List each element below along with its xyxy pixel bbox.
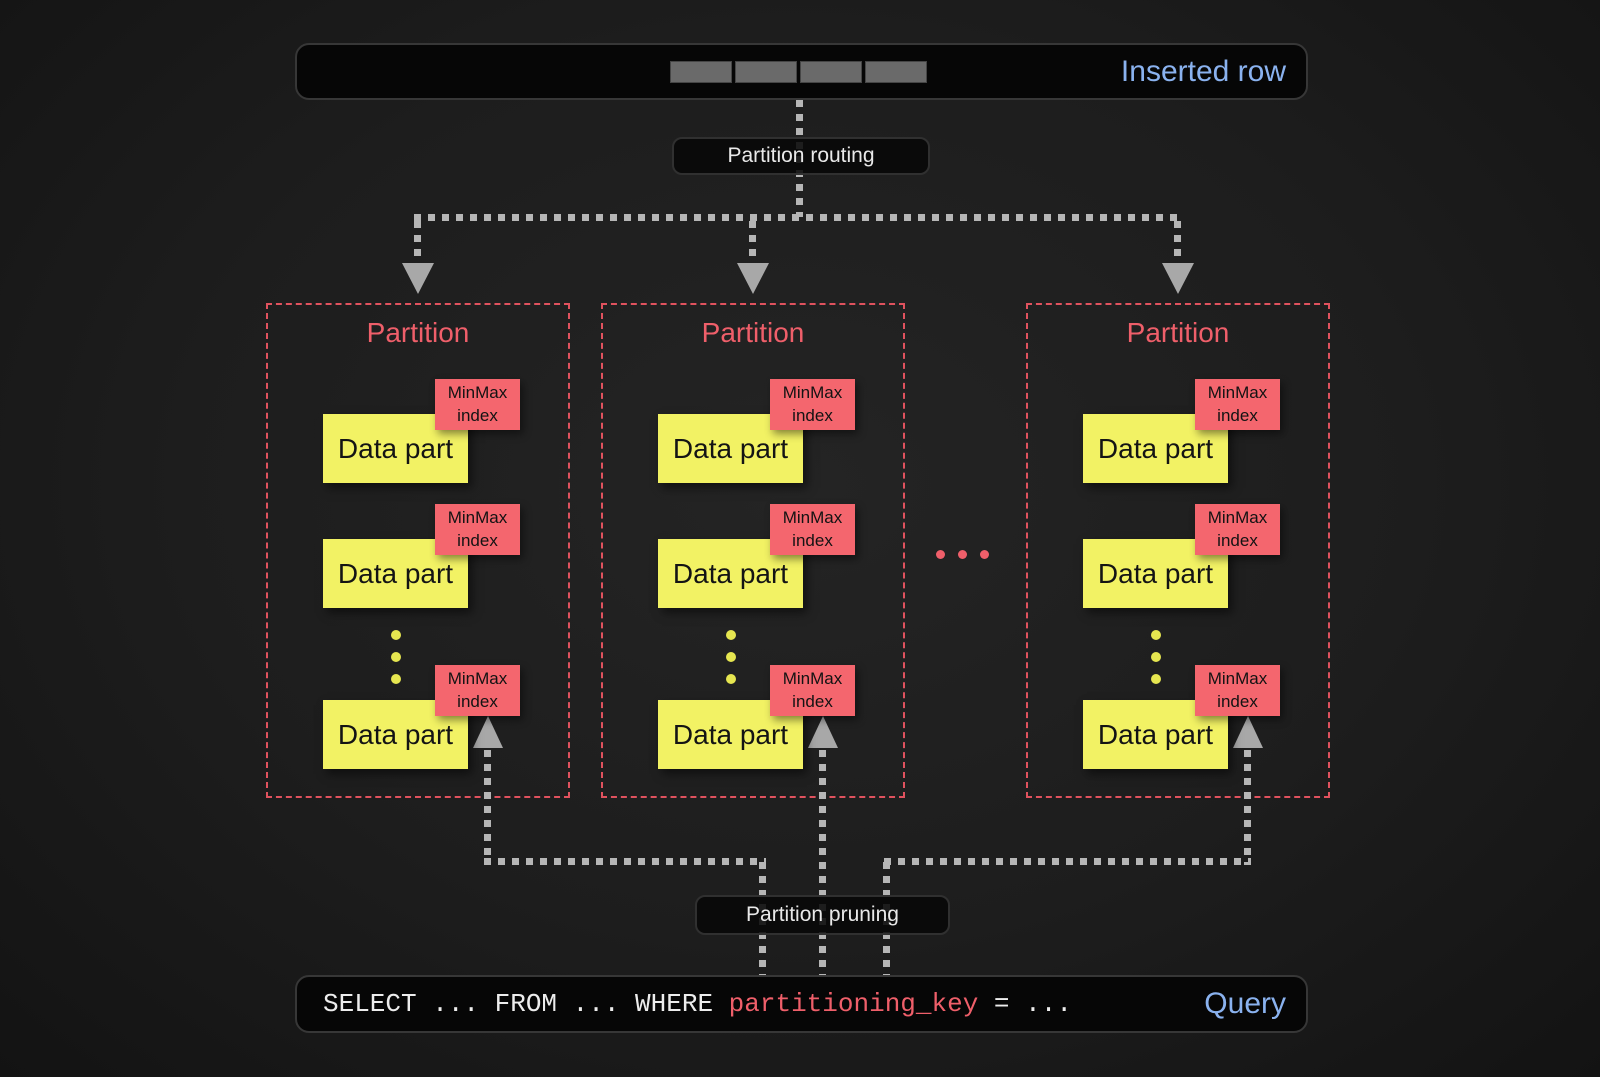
- query-bar: SELECT ... FROM ... WHERE partitioning_k…: [295, 975, 1308, 1033]
- inserted-row-cells: [670, 61, 927, 83]
- data-part-box: Data part: [323, 700, 468, 769]
- minmax-index-badge: MinMax index: [770, 504, 855, 555]
- dot: [936, 550, 945, 559]
- down-arrow-icon: [1162, 263, 1194, 294]
- up-arrow-icon: [1233, 716, 1263, 748]
- sql-segment: = ...: [978, 989, 1072, 1019]
- row-cell: [800, 61, 862, 83]
- minmax-index-badge: MinMax index: [1195, 504, 1280, 555]
- more-partitions-dots: [936, 550, 989, 559]
- partition-title: Partition: [366, 317, 470, 348]
- row-cell: [735, 61, 797, 83]
- partition-pruning-label: Partition pruning: [695, 895, 950, 935]
- row-cell: [865, 61, 927, 83]
- minmax-index-badge: MinMax index: [435, 504, 520, 555]
- fanout-drop-line: [1174, 221, 1181, 264]
- more-parts-dots: [391, 630, 401, 684]
- sql-query-text: SELECT ... FROM ... WHERE partitioning_k…: [323, 989, 1072, 1019]
- query-label: Query: [1204, 987, 1286, 1020]
- pruning-line: [484, 858, 766, 865]
- pruning-line: [1244, 750, 1251, 865]
- up-arrow-icon: [808, 716, 838, 748]
- more-parts-dots: [726, 630, 736, 684]
- partition-routing-label: Partition routing: [672, 137, 930, 175]
- dot: [980, 550, 989, 559]
- partition-title: Partition: [1126, 317, 1230, 348]
- row-cell: [670, 61, 732, 83]
- minmax-index-badge: MinMax index: [1195, 379, 1280, 430]
- fanout-drop-line: [749, 221, 756, 264]
- dot: [726, 674, 736, 684]
- dot: [1151, 652, 1161, 662]
- pruning-line: [819, 750, 826, 975]
- dot: [958, 550, 967, 559]
- pruning-line: [484, 750, 491, 865]
- fanout-drop-line: [414, 221, 421, 264]
- up-arrow-icon: [473, 716, 503, 748]
- dot: [391, 630, 401, 640]
- down-arrow-icon: [737, 263, 769, 294]
- inserted-row-bar: Inserted row: [295, 43, 1308, 100]
- dot: [726, 630, 736, 640]
- dot: [391, 652, 401, 662]
- minmax-index-badge: MinMax index: [770, 379, 855, 430]
- partition-title: Partition: [701, 317, 805, 348]
- fanout-line: [414, 214, 1182, 221]
- dot: [1151, 674, 1161, 684]
- minmax-index-badge: MinMax index: [1195, 665, 1280, 716]
- more-parts-dots: [1151, 630, 1161, 684]
- inserted-row-label: Inserted row: [1120, 54, 1286, 88]
- partition-box: Partition MinMax index Data part MinMax …: [1026, 303, 1330, 798]
- dot: [391, 674, 401, 684]
- dot: [726, 652, 736, 662]
- dot: [1151, 630, 1161, 640]
- partition-box: Partition MinMax index Data part MinMax …: [601, 303, 905, 798]
- partition-box: Partition MinMax index Data part MinMax …: [266, 303, 570, 798]
- minmax-index-badge: MinMax index: [770, 665, 855, 716]
- minmax-index-badge: MinMax index: [435, 665, 520, 716]
- minmax-index-badge: MinMax index: [435, 379, 520, 430]
- down-arrow-icon: [402, 263, 434, 294]
- sql-segment: SELECT ... FROM ... WHERE: [323, 989, 729, 1019]
- pruning-line: [884, 858, 1251, 865]
- sql-partitioning-key: partitioning_key: [728, 989, 979, 1019]
- data-part-box: Data part: [1083, 414, 1228, 483]
